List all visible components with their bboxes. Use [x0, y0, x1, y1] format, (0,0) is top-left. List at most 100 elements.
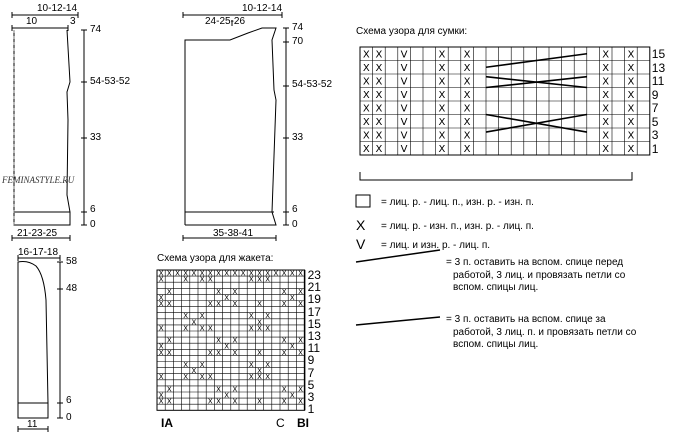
bag-row-number: 1 [651, 141, 659, 156]
bag-chart-cross: X [438, 50, 445, 61]
bag-chart-cross: X [363, 50, 370, 61]
jacket-chart-cross: X [290, 294, 295, 302]
jacket-row-number: 9 [307, 353, 315, 368]
jacket-chart-cross: X [233, 349, 238, 357]
back-side-label: 0 [292, 219, 298, 230]
jacket-chart-cross: X [200, 276, 205, 284]
jacket-label-a: IA [161, 416, 173, 430]
legend-empty-text: = лиц. р. - лиц. п., изн. р. - изн. п. [381, 197, 534, 208]
bag-row-number: 9 [651, 87, 659, 102]
back-piece-outline [182, 12, 289, 241]
jacket-chart-cross: X [159, 343, 164, 351]
bag-chart-cross: X [375, 90, 382, 101]
jacket-chart-cross: X [216, 349, 221, 357]
jacket-chart-cross: X [249, 324, 254, 332]
jacket-chart-cross: X [159, 324, 164, 332]
legend-cable-left-text: = 3 п. оставить на вспом. спице за работ… [446, 314, 637, 350]
bag-chart-cross: X [363, 90, 370, 101]
bag-row-number: 11 [651, 74, 665, 88]
bag-chart-v: V [401, 50, 408, 61]
jacket-chart-cross: X [257, 318, 262, 326]
bag-chart-cross: X [602, 104, 609, 115]
jacket-row-number: 13 [307, 329, 321, 343]
back-side-label: 70 [292, 36, 304, 47]
jacket-chart-cross: X [233, 398, 238, 406]
front-top-right-label: 3 [70, 16, 76, 27]
jacket-chart-cross: X [167, 270, 172, 278]
jacket-chart-cross: X [265, 361, 270, 369]
legend-cable-right-text: = 3 п. оставить на вспом. спице перед ра… [446, 257, 626, 293]
bag-chart-cross: X [627, 104, 634, 115]
front-side-label: 33 [90, 132, 102, 143]
bag-chart-cross: X [602, 117, 609, 128]
jacket-chart-title: Схема узора для жакета: [157, 253, 274, 264]
bag-chart-title: Схема узора для сумки: [356, 26, 468, 37]
jacket-chart-cross: X [282, 270, 287, 278]
sleeve-side-label: 48 [66, 283, 78, 294]
front-top-center-label: 10-12-14 [37, 3, 78, 14]
jacket-chart-cross: X [159, 294, 164, 302]
jacket-chart-cross: X [183, 312, 188, 320]
jacket-chart-cross: X [257, 398, 262, 406]
back-side-label: 74 [292, 22, 304, 33]
jacket-chart-cross: X [224, 343, 229, 351]
bag-chart-cross: X [464, 117, 471, 128]
jacket-chart-cross: X [265, 312, 270, 320]
jacket-chart-cross: X [183, 361, 188, 369]
legend-v-symbol: V [356, 236, 366, 252]
bag-chart-cross: X [438, 77, 445, 88]
jacket-chart-cross: X [265, 373, 270, 381]
legend-cross-text: = лиц. р. - изн. п., изн. р. - лиц. п. [381, 221, 534, 232]
bag-chart-cross: X [363, 77, 370, 88]
jacket-chart-cross: X [216, 337, 221, 345]
jacket-chart-cross: X [208, 324, 213, 332]
bag-chart-cross: X [375, 104, 382, 115]
jacket-chart-cross: X [298, 337, 303, 345]
bag-chart-cross: X [627, 63, 634, 74]
jacket-row-number: 21 [307, 280, 321, 295]
bag-chart-cross: X [375, 117, 382, 128]
bag-chart-cross: X [627, 144, 634, 155]
legend-empty-symbol [355, 194, 371, 208]
jacket-chart-cross: X [298, 288, 303, 296]
back-side-label: 54-53-52 [292, 79, 333, 90]
jacket-chart-cross: X [233, 300, 238, 308]
jacket-chart-cross: X [257, 276, 262, 284]
bag-chart-v: V [401, 90, 408, 101]
bag-chart-cross: X [464, 50, 471, 61]
jacket-chart-cross: X [159, 392, 164, 400]
jacket-chart-cross: X [183, 324, 188, 332]
jacket-chart-cross: X [282, 288, 287, 296]
watermark: FEMINASTYLE.RU [2, 175, 75, 185]
jacket-chart-cross: X [200, 324, 205, 332]
jacket-chart-cross: X [200, 361, 205, 369]
bag-chart-cross: X [627, 131, 634, 142]
jacket-chart-cross: X [159, 276, 164, 284]
jacket-chart-cross: X [208, 349, 213, 357]
jacket-chart-cross: X [183, 270, 188, 278]
front-side-label: 0 [90, 219, 96, 230]
jacket-chart-cross: X [298, 398, 303, 406]
bag-chart-cross: X [363, 117, 370, 128]
jacket-chart-cross: X [224, 392, 229, 400]
jacket-chart-cross: X [200, 312, 205, 320]
bag-chart-cross: X [464, 131, 471, 142]
bag-chart-cross: X [627, 77, 634, 88]
jacket-chart-cross: X [265, 276, 270, 284]
jacket-row-number: 5 [307, 377, 315, 392]
jacket-chart-cross: X [282, 385, 287, 393]
bag-chart-cross: X [602, 77, 609, 88]
bag-chart-cross: X [627, 117, 634, 128]
jacket-row-number: 11 [307, 341, 321, 356]
sleeve-top-label: 16-17-18 [18, 247, 59, 258]
legend-cable-right-symbol [355, 249, 441, 263]
back-side-label: 33 [292, 132, 304, 143]
bag-chart-cross: X [375, 63, 382, 74]
bag-chart-v: V [401, 63, 408, 74]
jacket-chart-cross: X [257, 270, 262, 278]
jacket-chart-cross: X [175, 270, 180, 278]
jacket-chart-cross: X [282, 300, 287, 308]
bag-chart-bracket [359, 172, 633, 181]
jacket-chart-cross: X [167, 288, 172, 296]
